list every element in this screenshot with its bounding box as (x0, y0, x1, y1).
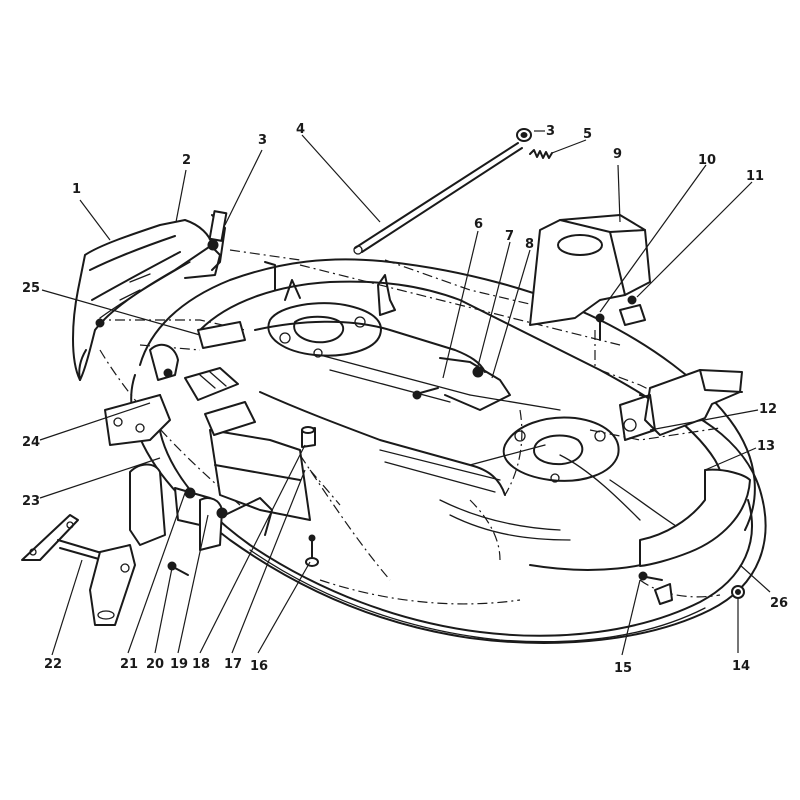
callout-1: 1 (72, 182, 81, 197)
height-bracket (129, 463, 273, 551)
screw-10 (595, 313, 605, 341)
callout-8: 8 (525, 237, 534, 252)
discharge-chute (72, 210, 228, 381)
callout-3a: 3 (258, 133, 267, 148)
spring (529, 149, 553, 159)
callout-26: 26 (770, 596, 788, 611)
callout-6: 6 (474, 217, 483, 232)
right-spindle-housing (502, 416, 620, 483)
chute-rod (353, 142, 523, 255)
callout-20: 20 (146, 657, 164, 672)
callout-22: 22 (44, 657, 62, 672)
bolt-6 (412, 387, 439, 400)
callout-2: 2 (182, 153, 191, 168)
trim-strip (639, 468, 751, 567)
callout-16: 16 (250, 659, 268, 674)
idler-bracket-8 (439, 357, 511, 411)
callout-17: 17 (224, 657, 242, 672)
front-axle (21, 514, 136, 626)
nut-14 (731, 585, 745, 599)
callout-7: 7 (505, 229, 514, 244)
callout-4: 4 (296, 122, 305, 137)
callout-24: 24 (22, 435, 40, 450)
left-spindle-housing (267, 279, 382, 358)
callout-labels: 1 2 3 3 4 5 6 7 8 9 10 11 12 13 14 15 16… (22, 122, 788, 676)
callout-21: 21 (120, 657, 138, 672)
callout-5: 5 (583, 127, 592, 142)
callout-18: 18 (192, 657, 210, 672)
decal-23 (184, 367, 256, 436)
callout-11: 11 (746, 169, 764, 184)
washer (516, 128, 532, 142)
callout-23: 23 (22, 494, 40, 509)
bracket-17 (209, 429, 311, 521)
callout-3b: 3 (546, 124, 555, 139)
belt-path (95, 249, 721, 605)
callout-12: 12 (759, 402, 777, 417)
callout-25: 25 (22, 281, 40, 296)
bushing-18 (301, 426, 316, 448)
bolt-16 (305, 534, 319, 567)
callout-10: 10 (698, 153, 716, 168)
belt-cover (529, 214, 651, 326)
callout-19: 19 (170, 657, 188, 672)
callout-9: 9 (613, 147, 622, 162)
right-bracket (619, 369, 743, 441)
bolt-11 (619, 295, 646, 326)
callout-13: 13 (757, 439, 775, 454)
callout-15: 15 (614, 661, 632, 676)
bolt-15 (638, 571, 673, 605)
decal-25 (197, 321, 246, 349)
leader-lines (39, 130, 771, 656)
callout-14: 14 (732, 659, 750, 674)
side-bracket-24 (104, 343, 179, 446)
